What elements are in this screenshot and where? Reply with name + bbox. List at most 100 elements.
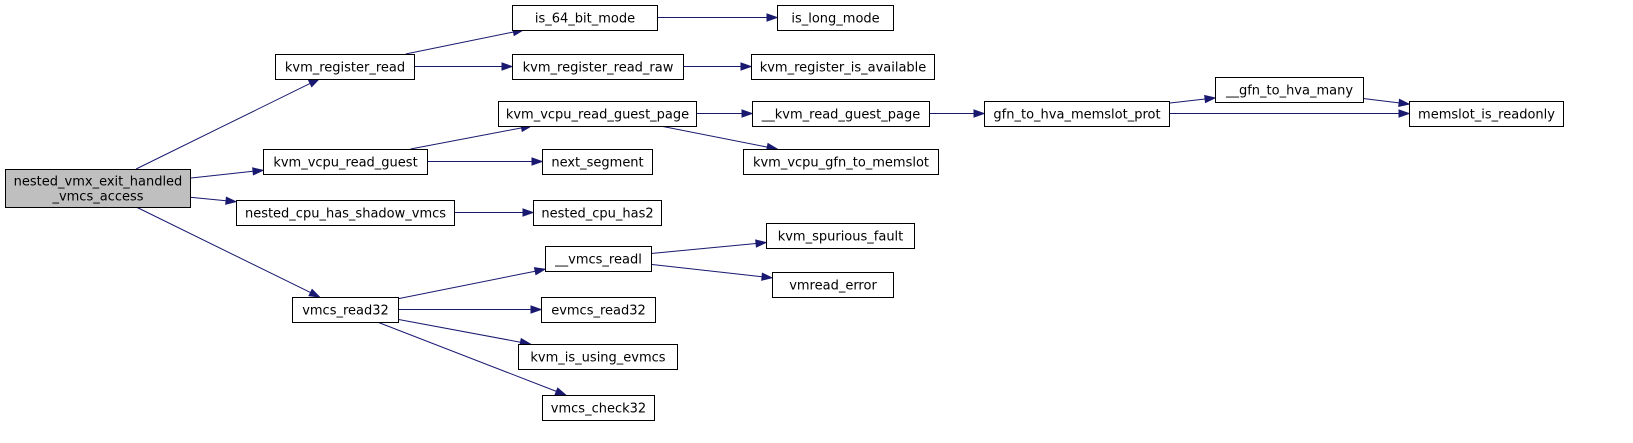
arrowhead-icon (530, 305, 543, 314)
node-box (275, 54, 415, 80)
arrowhead-icon (740, 62, 753, 71)
arrowhead-icon (307, 78, 321, 88)
function-node[interactable]: kvm_vcpu_gfn_to_memslot (743, 149, 939, 175)
arrowhead-icon (501, 62, 514, 71)
arrowhead-icon (1398, 98, 1411, 108)
root-function-node[interactable]: nested_vmx_exit_handled_vmcs_access (5, 169, 191, 208)
edge-line (1168, 98, 1206, 104)
function-node[interactable]: __kvm_read_guest_page (752, 101, 930, 127)
node-box (263, 149, 428, 175)
node-label: kvm_vcpu_read_guest_page (506, 108, 689, 123)
edge-line (189, 196, 227, 202)
node-box (766, 223, 915, 249)
edge-line (650, 263, 763, 278)
node-box (984, 101, 1170, 127)
arrowhead-icon (522, 208, 535, 217)
node-label: __vmcs_readl (554, 253, 642, 268)
call-edge (427, 157, 544, 166)
function-node[interactable]: vmcs_check32 (542, 395, 655, 421)
function-node[interactable]: kvm_vcpu_read_guest_page (498, 101, 697, 127)
function-node[interactable]: nested_cpu_has2 (533, 200, 662, 226)
arrowhead-icon (1204, 94, 1217, 104)
node-box (542, 149, 653, 175)
arrowhead-icon (531, 157, 544, 166)
node-label: kvm_register_read (285, 61, 405, 76)
call-edge (414, 62, 514, 71)
node-box (751, 54, 935, 80)
function-node[interactable]: __vmcs_readl (545, 246, 652, 272)
node-label: nested_cpu_has_shadow_vmcs (245, 207, 446, 222)
node-label: _vmcs_access (51, 190, 143, 205)
call-edge (1169, 109, 1411, 118)
function-node[interactable]: next_segment (542, 149, 653, 175)
edge-line (135, 82, 311, 170)
function-node[interactable]: nested_cpu_has_shadow_vmcs (236, 200, 455, 226)
node-label: kvm_vcpu_read_guest (273, 156, 417, 171)
function-node[interactable]: vmcs_read32 (292, 297, 399, 323)
node-box (533, 200, 662, 226)
arrowhead-icon (755, 239, 768, 248)
function-node[interactable]: kvm_spurious_fault (766, 223, 915, 249)
function-node[interactable]: memslot_is_readonly (1409, 101, 1564, 127)
call-edge (929, 109, 986, 118)
node-label: is_long_mode (791, 12, 879, 27)
edge-line (660, 125, 768, 148)
call-edge (1168, 94, 1217, 104)
node-box (518, 344, 678, 370)
node-box (292, 297, 399, 323)
call-edge (135, 206, 321, 298)
arrowhead-icon (554, 387, 568, 396)
arrowhead-icon (741, 109, 754, 118)
arrowhead-icon (766, 13, 779, 22)
edge-line (397, 270, 536, 300)
node-label: memslot_is_readonly (1418, 108, 1555, 123)
call-edge (189, 167, 265, 179)
node-label: nested_vmx_exit_handled (14, 175, 183, 190)
node-box (1215, 77, 1364, 103)
function-node[interactable]: kvm_vcpu_read_guest (263, 149, 428, 175)
edge-line (135, 206, 311, 294)
call-edge (377, 321, 568, 396)
function-node[interactable]: kvm_is_using_evmcs (518, 344, 678, 370)
function-node[interactable]: vmread_error (772, 272, 894, 298)
call-edge (189, 196, 238, 205)
node-box (1409, 101, 1564, 127)
function-node[interactable]: __gfn_to_hva_many (1215, 77, 1364, 103)
call-edge (405, 28, 525, 55)
function-node[interactable]: is_64_bit_mode (512, 5, 658, 31)
function-node[interactable]: is_long_mode (777, 5, 894, 31)
call-edge (454, 208, 535, 217)
node-label: gfn_to_hva_memslot_prot (993, 108, 1160, 123)
node-box (512, 5, 658, 31)
node-label: kvm_vcpu_gfn_to_memslot (753, 156, 929, 171)
node-label: kvm_register_is_available (760, 61, 927, 76)
call-edge (397, 267, 547, 300)
node-box (498, 101, 697, 127)
node-box (743, 149, 939, 175)
call-edge (398, 305, 543, 314)
node-label: evmcs_read32 (551, 304, 646, 319)
node-label: vmread_error (789, 279, 877, 294)
function-node[interactable]: gfn_to_hva_memslot_prot (984, 101, 1170, 127)
call-edge (1362, 98, 1411, 108)
function-node[interactable]: kvm_register_is_available (751, 54, 935, 80)
node-box (542, 395, 655, 421)
function-node[interactable]: kvm_register_read (275, 54, 415, 80)
arrowhead-icon (533, 267, 547, 276)
function-node[interactable]: kvm_register_read_raw (512, 54, 684, 80)
function-node[interactable]: evmcs_read32 (541, 297, 656, 323)
edge-line (650, 243, 757, 254)
edge-line (377, 321, 557, 392)
edge-line (405, 31, 514, 55)
node-label: kvm_spurious_fault (778, 230, 904, 245)
node-label: kvm_register_read_raw (523, 61, 674, 76)
arrowhead-icon (1398, 109, 1411, 118)
node-label: next_segment (551, 156, 643, 171)
node-box (777, 5, 894, 31)
edge-line (1362, 98, 1400, 104)
node-box (752, 101, 930, 127)
edge-line (189, 170, 254, 179)
arrowhead-icon (761, 272, 774, 281)
arrowhead-icon (225, 196, 238, 205)
node-box (236, 200, 455, 226)
